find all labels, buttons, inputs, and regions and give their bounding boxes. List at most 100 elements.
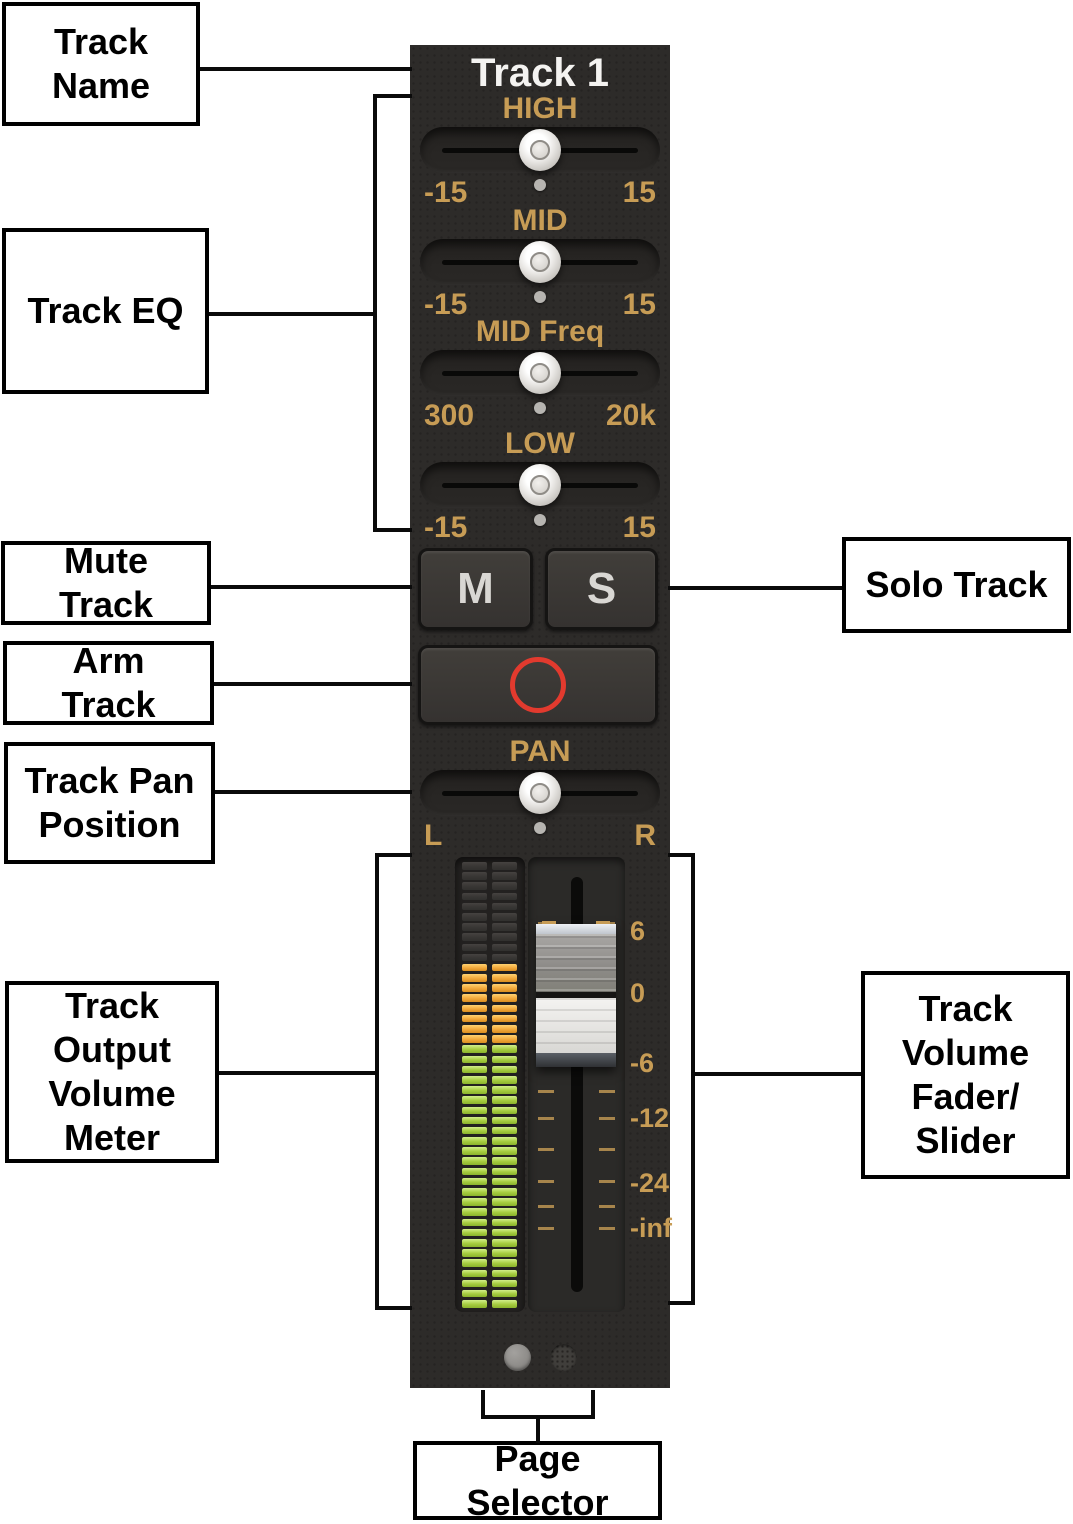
led-row — [462, 1086, 525, 1094]
fader-tick — [599, 1180, 615, 1183]
connector-fader-bracket-bottom — [668, 1301, 695, 1305]
eq-high-max-label: 15 — [622, 176, 656, 209]
led-segment-amber — [492, 963, 517, 972]
eq-mid-knob[interactable] — [519, 241, 561, 283]
led-segment-amber — [492, 984, 517, 992]
connector-page-selector — [536, 1415, 540, 1443]
connector-fader-bracket-top — [668, 853, 695, 857]
led-segment-green — [492, 1065, 517, 1074]
eq-midfreq-knob[interactable] — [519, 352, 561, 394]
led-segment-green — [492, 1106, 517, 1115]
led-segment-amber — [492, 1035, 517, 1043]
led-segment-green — [462, 1279, 487, 1288]
led-segment-green — [462, 1126, 487, 1135]
eq-low-knob[interactable] — [519, 464, 561, 506]
eq-mid-slider[interactable] — [420, 239, 660, 303]
led-segment-off — [492, 902, 517, 911]
led-segment-amber — [462, 963, 487, 972]
led-segment-off — [492, 872, 517, 880]
led-row — [462, 892, 525, 901]
fader-cap-mark — [542, 921, 556, 924]
center-detent-dot — [534, 179, 546, 191]
eq-midfreq-max-label: 20k — [605, 399, 656, 432]
led-row — [462, 1188, 525, 1196]
led-row — [462, 1116, 525, 1125]
eq-band-high: HIGH -15 15 — [420, 93, 660, 208]
eq-high-slider[interactable] — [420, 127, 660, 191]
led-segment-green — [492, 1218, 517, 1227]
led-segment-green — [492, 1167, 517, 1176]
led-segment-amber — [492, 1025, 517, 1033]
fader-cap-centerline — [536, 992, 616, 998]
eq-low-slider[interactable] — [420, 462, 660, 526]
led-row — [462, 1167, 525, 1176]
led-segment-off — [492, 892, 517, 901]
connector-mute — [211, 585, 412, 589]
mute-button[interactable]: M — [418, 548, 533, 630]
connector-page-bracket-left — [481, 1390, 485, 1419]
led-row — [462, 1259, 525, 1267]
led-segment-green — [492, 1126, 517, 1135]
callout-solo-track: Solo Track — [842, 537, 1071, 633]
led-row — [462, 912, 525, 921]
led-segment-green — [462, 1137, 487, 1145]
led-row — [462, 994, 525, 1003]
fader-tick — [599, 1148, 615, 1151]
led-segment-off — [462, 872, 487, 880]
led-segment-green — [462, 1269, 487, 1278]
led-segment-green — [462, 1147, 487, 1155]
eq-midfreq-min-label: 300 — [424, 399, 475, 432]
volume-fader[interactable] — [528, 857, 625, 1312]
center-detent-dot — [534, 291, 546, 303]
led-segment-green — [492, 1208, 517, 1216]
pan-label: PAN — [509, 735, 571, 768]
connector-fader-bracket-vertical — [691, 853, 695, 1305]
callout-track-pan: Track Pan Position — [4, 742, 215, 864]
led-segment-green — [492, 1289, 517, 1298]
eq-high-knob[interactable] — [519, 129, 561, 171]
page-dot-1[interactable] — [504, 1344, 531, 1371]
callout-output-meter: Track Output Volume Meter — [5, 981, 219, 1163]
led-segment-green — [492, 1075, 517, 1084]
led-segment-off — [462, 862, 487, 870]
led-segment-green — [462, 1198, 487, 1206]
led-row — [462, 1045, 525, 1053]
pan-slider[interactable] — [420, 770, 660, 834]
solo-button[interactable]: S — [545, 548, 658, 630]
led-segment-off — [492, 862, 517, 870]
led-row — [462, 1126, 525, 1135]
fader-cap[interactable] — [536, 921, 616, 1067]
led-segment-green — [492, 1238, 517, 1247]
led-row — [462, 1004, 525, 1013]
led-segment-green — [462, 1218, 487, 1227]
led-row — [462, 1096, 525, 1104]
led-row — [462, 1238, 525, 1247]
fader-cap-lower — [536, 998, 616, 1053]
led-segment-green — [462, 1045, 487, 1053]
pan-section: PAN L R — [420, 736, 660, 851]
fader-tick — [599, 1090, 615, 1093]
scale-neg24: -24 — [630, 1168, 670, 1198]
callout-mute-track: Mute Track — [1, 540, 211, 625]
fader-tick — [538, 1148, 554, 1151]
fader-scale: 6 0 -6 -12 -24 -inf — [630, 857, 674, 1312]
fader-tick — [599, 1117, 615, 1120]
led-segment-amber — [462, 974, 487, 982]
led-row — [462, 1218, 525, 1227]
led-segment-green — [462, 1086, 487, 1094]
connector-track-eq — [209, 312, 377, 316]
led-segment-off — [462, 882, 487, 890]
led-segment-amber — [462, 1025, 487, 1033]
eq-midfreq-slider[interactable] — [420, 350, 660, 414]
led-segment-green — [492, 1086, 517, 1094]
led-row — [462, 1300, 525, 1308]
connector-page-bracket-right — [591, 1390, 595, 1419]
arm-button[interactable] — [418, 645, 658, 725]
led-segment-green — [492, 1147, 517, 1155]
pan-knob[interactable] — [519, 772, 561, 814]
connector-solo — [668, 586, 842, 590]
led-row — [462, 1075, 525, 1084]
eq-band-low: LOW -15 15 — [420, 428, 660, 543]
page-dot-2[interactable] — [550, 1344, 577, 1371]
scale-neg12: -12 — [630, 1103, 670, 1133]
